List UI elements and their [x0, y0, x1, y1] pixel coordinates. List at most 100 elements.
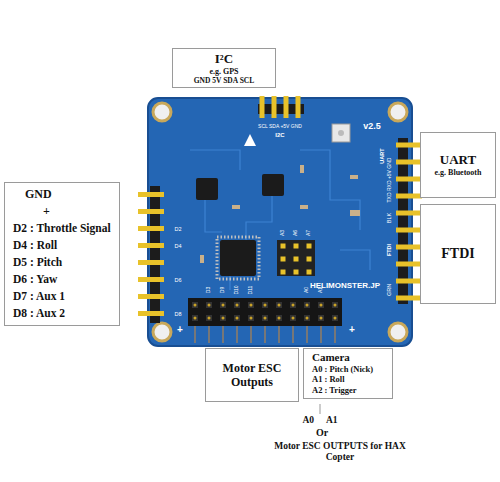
sensor-chip	[196, 178, 218, 200]
trace	[300, 150, 360, 230]
header-housing	[277, 240, 315, 276]
box-text: +	[13, 203, 111, 220]
box-text: D8 : Aux 2	[13, 305, 111, 322]
header-pin	[396, 296, 422, 301]
header-pin	[396, 194, 422, 199]
header-socket	[234, 302, 240, 308]
pin-name: D9	[220, 287, 226, 293]
pin-name: D11	[248, 286, 254, 295]
box-text: e.g. Bluetooth	[435, 168, 482, 178]
pin-name: A3	[280, 230, 286, 236]
annotation-box: UARTe.g. Bluetooth	[420, 132, 496, 198]
header-pin	[307, 270, 312, 275]
header-pin	[222, 326, 224, 343]
smd-part	[232, 205, 240, 209]
header-pin	[307, 257, 312, 262]
header-pin	[296, 96, 301, 118]
header-socket	[262, 315, 268, 321]
header-pin	[320, 317, 323, 320]
box-heading: Motor ESC Outputs	[209, 361, 295, 390]
silkscreen-label: I2C	[275, 132, 284, 139]
annotation-text: Motor ESC OUTPUTS for HAX Copter	[265, 441, 415, 463]
pin-name: D3	[206, 287, 212, 293]
header-pin	[334, 304, 337, 307]
header-pin	[236, 304, 239, 307]
header-pin	[138, 277, 164, 282]
box-text: A2 : Trigger	[312, 385, 388, 395]
barometer-port	[338, 130, 344, 136]
smd-part	[200, 255, 204, 263]
silkscreen-label: UART	[379, 148, 385, 163]
pin-name: A6	[293, 230, 299, 236]
header-pin	[284, 96, 289, 118]
header-pin	[250, 326, 252, 343]
header-pin	[236, 317, 239, 320]
chip-legs	[217, 237, 259, 279]
header-pin	[307, 244, 312, 249]
pin-name: A0	[304, 287, 310, 293]
polarity-mark: +	[349, 324, 355, 336]
header-pin	[334, 326, 336, 343]
header-pin	[396, 228, 422, 233]
header-pin	[396, 279, 422, 284]
header-pin	[306, 317, 309, 320]
pin-headers	[138, 96, 422, 343]
box-text: D2 : Throttle Signal	[13, 220, 111, 237]
box-text: A0 : Pitch (Nick)	[312, 364, 388, 374]
annotation-box: FTDI	[420, 204, 496, 304]
header-socket	[262, 302, 268, 308]
pin-name: D10	[234, 285, 240, 294]
header-socket	[248, 302, 254, 308]
trace	[190, 150, 240, 170]
header-socket	[206, 315, 212, 321]
header-socket	[276, 302, 282, 308]
watermark: HELIMONSTER.JP	[310, 281, 380, 290]
header-socket	[276, 315, 282, 321]
annotation-box: I²Ce.g. GPSGND 5V SDA SCL	[172, 48, 276, 88]
header-pin	[334, 317, 337, 320]
header-pin	[138, 226, 164, 231]
pin-name: GRN	[386, 284, 392, 296]
box-heading: I²C	[176, 51, 272, 67]
header-socket	[206, 302, 212, 308]
header-pin	[208, 326, 210, 343]
header-socket	[290, 302, 296, 308]
leader-line	[320, 404, 321, 414]
header-pin	[208, 304, 211, 307]
header-pin	[194, 304, 197, 307]
header-pin	[236, 326, 238, 343]
header-pin	[292, 304, 295, 307]
header-pin	[264, 317, 267, 320]
box-text: D4 : Roll	[13, 237, 111, 254]
header-pin	[281, 257, 286, 262]
header-socket	[234, 315, 240, 321]
pin-name: D6	[174, 276, 181, 282]
header-pin	[222, 304, 225, 307]
header-pin	[278, 326, 280, 343]
header-pin	[138, 260, 164, 265]
trace	[205, 200, 222, 232]
header-pin	[194, 326, 196, 343]
header-pin	[294, 244, 299, 249]
box-heading: UART	[440, 152, 476, 168]
mounting-hole	[153, 103, 171, 121]
header-pin	[138, 311, 164, 316]
header-pin	[250, 304, 253, 307]
microcontroller-chip	[220, 240, 256, 276]
header-pin	[396, 245, 422, 250]
box-text: D7 : Aux 1	[13, 288, 111, 305]
header-pin	[292, 317, 295, 320]
header-pin	[138, 209, 164, 214]
box-text: e.g. GPS	[176, 67, 272, 77]
annotation-text: Or	[316, 427, 328, 439]
header-pin	[396, 160, 422, 165]
box-text: D6 : Yaw	[13, 271, 111, 288]
annotation-box: GND+D2 : Throttle SignalD4 : RollD5 : Pi…	[4, 182, 120, 326]
header-housing	[188, 298, 342, 326]
header-pin	[138, 243, 164, 248]
pin-name: BLK	[386, 213, 392, 223]
header-pin	[294, 257, 299, 262]
smd-part	[300, 205, 308, 209]
header-pin	[138, 294, 164, 299]
version-label: v2.5	[363, 121, 381, 131]
